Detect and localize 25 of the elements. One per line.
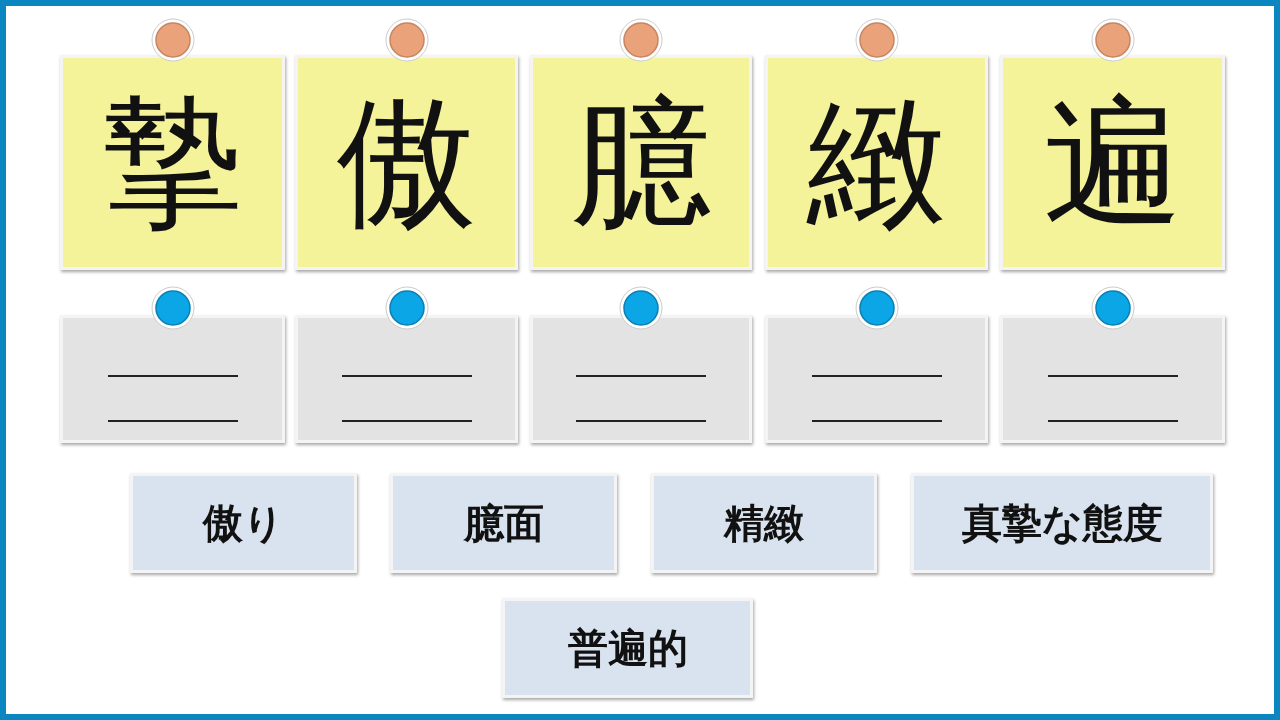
answer-card	[60, 315, 285, 443]
word-text: 真摯な態度	[961, 498, 1163, 548]
word-card	[390, 473, 617, 573]
word-card	[130, 473, 357, 573]
kanji-character: 摯	[102, 92, 243, 233]
answer-card	[1000, 315, 1225, 443]
sticky-note	[765, 55, 988, 270]
word-card	[911, 473, 1213, 573]
sticky-note	[530, 55, 752, 270]
word-text: 臆面	[463, 498, 544, 548]
kanji-character: 臆	[571, 92, 711, 233]
sticky-note	[1000, 55, 1225, 270]
word-card	[651, 473, 877, 573]
answer-card	[765, 315, 988, 443]
word-text: 傲り	[203, 498, 284, 548]
sticky-note	[60, 55, 285, 270]
answer-card	[295, 315, 518, 443]
sticky-note	[295, 55, 518, 270]
word-card	[502, 598, 753, 698]
kanji-character: 緻	[806, 92, 947, 233]
word-text: 精緻	[724, 498, 804, 548]
answer-card	[530, 315, 752, 443]
kanji-character: 傲	[336, 92, 477, 233]
kanji-character: 遍	[1042, 92, 1183, 233]
word-text: 普遍的	[567, 623, 688, 673]
